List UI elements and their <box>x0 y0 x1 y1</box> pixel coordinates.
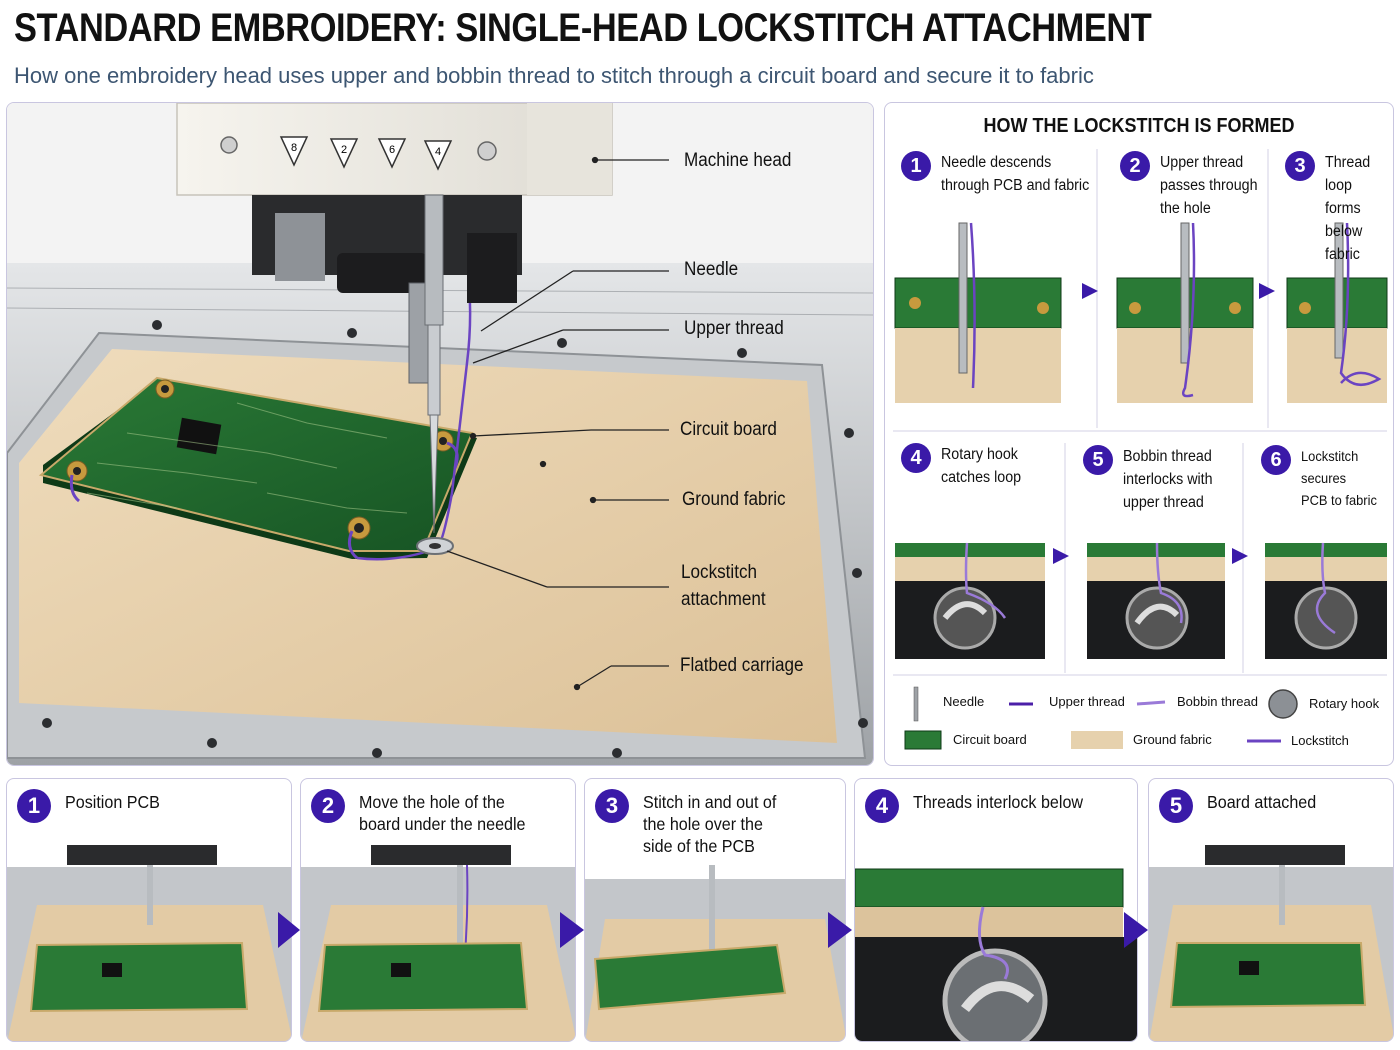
process-step-4: 4 Threads interlock below <box>854 778 1138 1042</box>
callout-circuit-board: Circuit board <box>680 419 777 440</box>
process-step-header: 3 Stitch in and out of the hole over the… <box>595 789 788 857</box>
step-number-badge: 6 <box>1261 445 1291 475</box>
step-number-badge: 5 <box>1159 789 1193 823</box>
step-description: Needle descends through PCB and fabric <box>941 154 1090 194</box>
step-number-badge: 3 <box>1285 151 1315 181</box>
lockstitch-step-4: 4 Rotary hook catches loop <box>901 443 1028 489</box>
main-illustration-panel: 8 2 6 4 <box>6 102 874 766</box>
legend-bobbin-thread: Bobbin thread <box>1177 694 1258 709</box>
step-description: Rotary hook catches loop <box>941 446 1022 486</box>
machine-head: 8 2 6 4 <box>176 103 613 384</box>
step-description: Position PCB <box>65 792 160 812</box>
lockstitch-step-5: 5 Bobbin thread interlocks with upper th… <box>1083 445 1220 514</box>
process-step-header: 2 Move the hole of the board under the n… <box>311 789 540 835</box>
step-number-badge: 4 <box>865 789 899 823</box>
lockstitch-step-2: 2 Upper thread passes through the hole <box>1120 151 1266 220</box>
needle <box>424 194 444 534</box>
lockstitch-step-6: 6 Lockstitch secures PCB to fabric <box>1261 445 1393 511</box>
arrow-icon <box>1053 548 1069 564</box>
page-title: STANDARD EMBROIDERY: SINGLE-HEAD LOCKSTI… <box>14 6 1152 50</box>
callout-flatbed-carriage: Flatbed carriage <box>680 655 804 676</box>
legend-label: Circuit board <box>953 732 1027 747</box>
step-1-illustration <box>7 845 291 1041</box>
step-3-illustration <box>585 865 845 1041</box>
step-5-illustration <box>1087 542 1225 659</box>
step-1-illustration <box>894 222 1062 403</box>
arrow-icon <box>1082 283 1098 299</box>
step-number-badge: 1 <box>17 789 51 823</box>
head-button-label: 4 <box>435 146 441 158</box>
step-6-illustration <box>1265 542 1387 659</box>
step-number-badge: 2 <box>1120 151 1150 181</box>
legend-label: Ground fabric <box>1133 732 1212 747</box>
callout-machine-head: Machine head <box>684 150 792 171</box>
step-description: Thread loop forms below fabric <box>1325 154 1371 263</box>
legend-lockstitch: Lockstitch <box>1291 733 1349 748</box>
step-description: Upper thread passes through the hole <box>1160 154 1258 217</box>
process-step-2: 2 Move the hole of the board under the n… <box>300 778 576 1042</box>
process-step-5: 5 Board attached <box>1148 778 1394 1042</box>
step-description: Stitch in and out of the hole over the s… <box>643 792 777 856</box>
step-2-illustration <box>1116 222 1254 403</box>
step-description: Bobbin thread interlocks with upper thre… <box>1123 448 1213 511</box>
legend-circuit-board: Circuit board <box>953 732 1027 747</box>
steps-artwork <box>893 149 1388 750</box>
circuit-board <box>38 376 477 560</box>
step-5-illustration <box>1149 845 1393 1041</box>
step-description: Lockstitch secures PCB to fabric <box>1301 448 1377 508</box>
frame-screws <box>42 320 868 758</box>
process-step-header: 4 Threads interlock below <box>865 789 1098 823</box>
lockstitch-step-1: 1 Needle descends through PCB and fabric <box>901 151 1102 197</box>
arrow-icon <box>1232 548 1248 564</box>
callout-needle: Needle <box>684 259 739 280</box>
step-description: Board attached <box>1207 792 1317 812</box>
arrow-icon <box>1259 283 1275 299</box>
legend-ground-fabric: Ground fabric <box>1133 732 1212 747</box>
legend-upper-thread: Upper thread <box>1049 694 1125 709</box>
head-button-label: 2 <box>341 144 347 156</box>
legend-icons <box>904 686 1298 750</box>
step-number-badge: 3 <box>595 789 629 823</box>
step-number-badge: 5 <box>1083 445 1113 475</box>
callout-ground-fabric: Ground fabric <box>682 489 786 510</box>
legend-needle: Needle <box>943 694 984 709</box>
page-subtitle: How one embroidery head uses upper and b… <box>14 63 1094 88</box>
lockstitch-step-3: 3 Thread loop forms below fabric <box>1285 151 1393 266</box>
callout-lockstitch: Lockstitch <box>681 562 758 583</box>
callout-attachment: attachment <box>681 589 766 610</box>
step-description: Move the hole of the board under the nee… <box>359 792 526 834</box>
step-2-illustration <box>301 845 575 1041</box>
step-description: Threads interlock below <box>913 792 1084 812</box>
legend-rotary-hook: Rotary hook <box>1309 696 1379 711</box>
lockstitch-attachment <box>416 537 454 555</box>
machine-illustration: 8 2 6 4 <box>7 103 873 765</box>
step-4-illustration <box>895 542 1045 659</box>
step-4-illustration <box>855 868 1137 1041</box>
step-number-badge: 2 <box>311 789 345 823</box>
head-button-label: 8 <box>291 142 297 154</box>
step-3-illustration <box>1286 222 1388 403</box>
lockstitch-section-title: HOW THE LOCKSTITCH IS FORMED <box>983 115 1295 137</box>
step-number-badge: 1 <box>901 151 931 181</box>
process-step-header: 1 Position PCB <box>17 789 168 823</box>
process-step-1: 1 Position PCB <box>6 778 292 1042</box>
legend-label: Bobbin thread <box>1177 694 1258 709</box>
head-button-label: 6 <box>389 144 395 156</box>
legend-label: Rotary hook <box>1309 696 1380 711</box>
process-step-3: 3 Stitch in and out of the hole over the… <box>584 778 846 1042</box>
legend-label: Upper thread <box>1049 694 1125 709</box>
step-number-badge: 4 <box>901 443 931 473</box>
callout-leaders <box>446 156 669 691</box>
callout-upper-thread: Upper thread <box>684 318 784 339</box>
legend-label: Needle <box>943 694 985 709</box>
legend-label: Lockstitch <box>1291 733 1349 748</box>
process-step-header: 5 Board attached <box>1159 789 1326 823</box>
lockstitch-steps-panel: HOW THE LOCKSTITCH IS FORMED <box>884 102 1394 766</box>
